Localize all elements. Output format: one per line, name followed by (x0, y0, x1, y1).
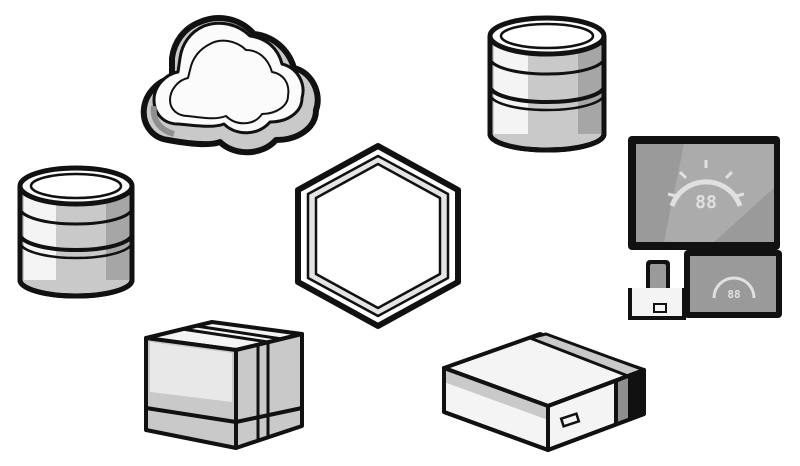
cloud-icon (140, 15, 321, 156)
server-rack-icon (144, 320, 304, 450)
hexagon-icon (295, 143, 461, 329)
database-icon-left (17, 165, 135, 299)
screen-readout: 88 (695, 192, 717, 213)
storage-box-icon (442, 332, 646, 452)
tablet-readout: 88 (727, 288, 740, 301)
database-icon-top (487, 15, 607, 153)
monitor-devices-icon: 88 88 (628, 136, 782, 320)
